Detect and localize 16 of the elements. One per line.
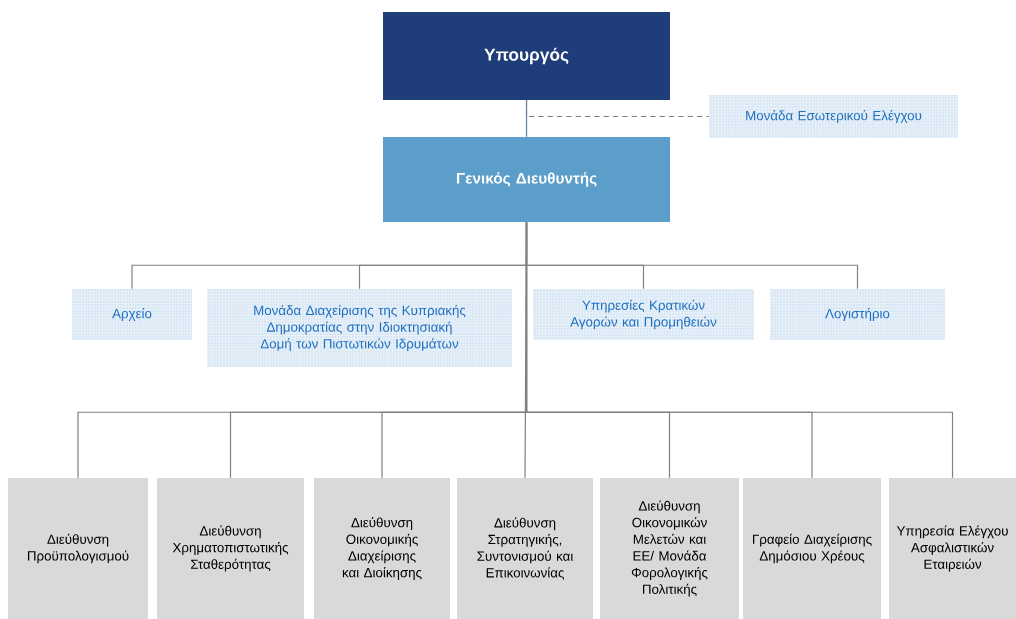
unit-box: Λογιστήριο [770,289,945,340]
unit-box: Μονάδα Εσωτερικού Ελέγχου [709,95,958,138]
department-box: Διεύθυνση Χρηματοπιστωτικής Σταθερότητας [157,478,304,619]
connector-line [525,99,710,118]
department-box: Διεύθυνση Στρατηγικής, Συντονισμού και Επικοινωνίας [457,478,593,619]
ministry-box: Υπουργός [383,12,670,100]
department-box: Διεύθυνση Οικονομικής Διαχείρισης και Διοίκησης [314,478,450,619]
connector-line [525,221,954,479]
unit-box: Υπηρεσίες Κρατικών Αγορών και Προμηθειών [533,289,754,340]
department-box: Διεύθυνση Οικονομικών Μελετών και ΕΕ/ Μονάδα Φορολογικής Πολιτικής [600,478,739,619]
director-box: Γενικός Διευθυντής [383,137,670,222]
unit-box: Μονάδα Διαχείρισης της Κυπριακής Δημοκρατίας στην Ιδιοκτησιακή Δομή των Πιστωτικών Ιδρυμάτων [207,289,512,367]
unit-box: Αρχείο [72,289,192,340]
department-box: Γραφείο Διαχείρισης Δημόσιου Χρέους [743,478,881,619]
department-box: Υπηρεσία Ελέγχου Ασφαλιστικών Εταιρειών [889,478,1016,619]
department-box: Διεύθυνση Προϋπολογισμού [8,478,148,619]
